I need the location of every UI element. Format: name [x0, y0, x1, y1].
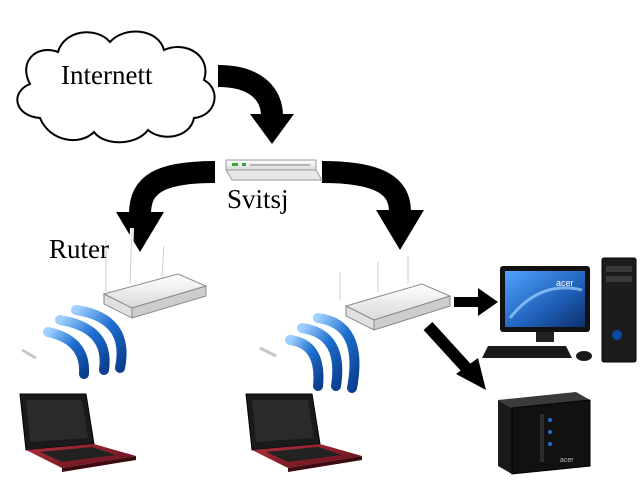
- wifi-signal-icon: [259, 313, 360, 393]
- arrow-switch-to-left-router: [116, 161, 216, 252]
- laptop-icon: [245, 393, 362, 472]
- arrow-router-to-desktop: [454, 288, 498, 316]
- internet-label: Internett: [61, 60, 153, 90]
- router-label: Ruter: [49, 234, 109, 264]
- arrow-router-to-nas: [423, 321, 486, 390]
- switch-label: Svitsj: [227, 184, 289, 214]
- wifi-signal-icon: [21, 305, 127, 379]
- nas-server-icon: [498, 392, 591, 475]
- arrow-internet-to-switch: [217, 65, 294, 144]
- arrow-switch-to-right-router: [321, 161, 424, 250]
- cloud-icon: [16, 30, 216, 144]
- monitor-brand-text: acer: [556, 278, 574, 288]
- network-switch-icon: [225, 159, 323, 181]
- tower-brand-text: acer: [560, 457, 574, 464]
- laptop-icon: [19, 393, 136, 472]
- wireless-router-icon: [338, 256, 452, 331]
- desktop-computer-icon: [482, 257, 637, 363]
- wireless-router-icon: [102, 227, 208, 319]
